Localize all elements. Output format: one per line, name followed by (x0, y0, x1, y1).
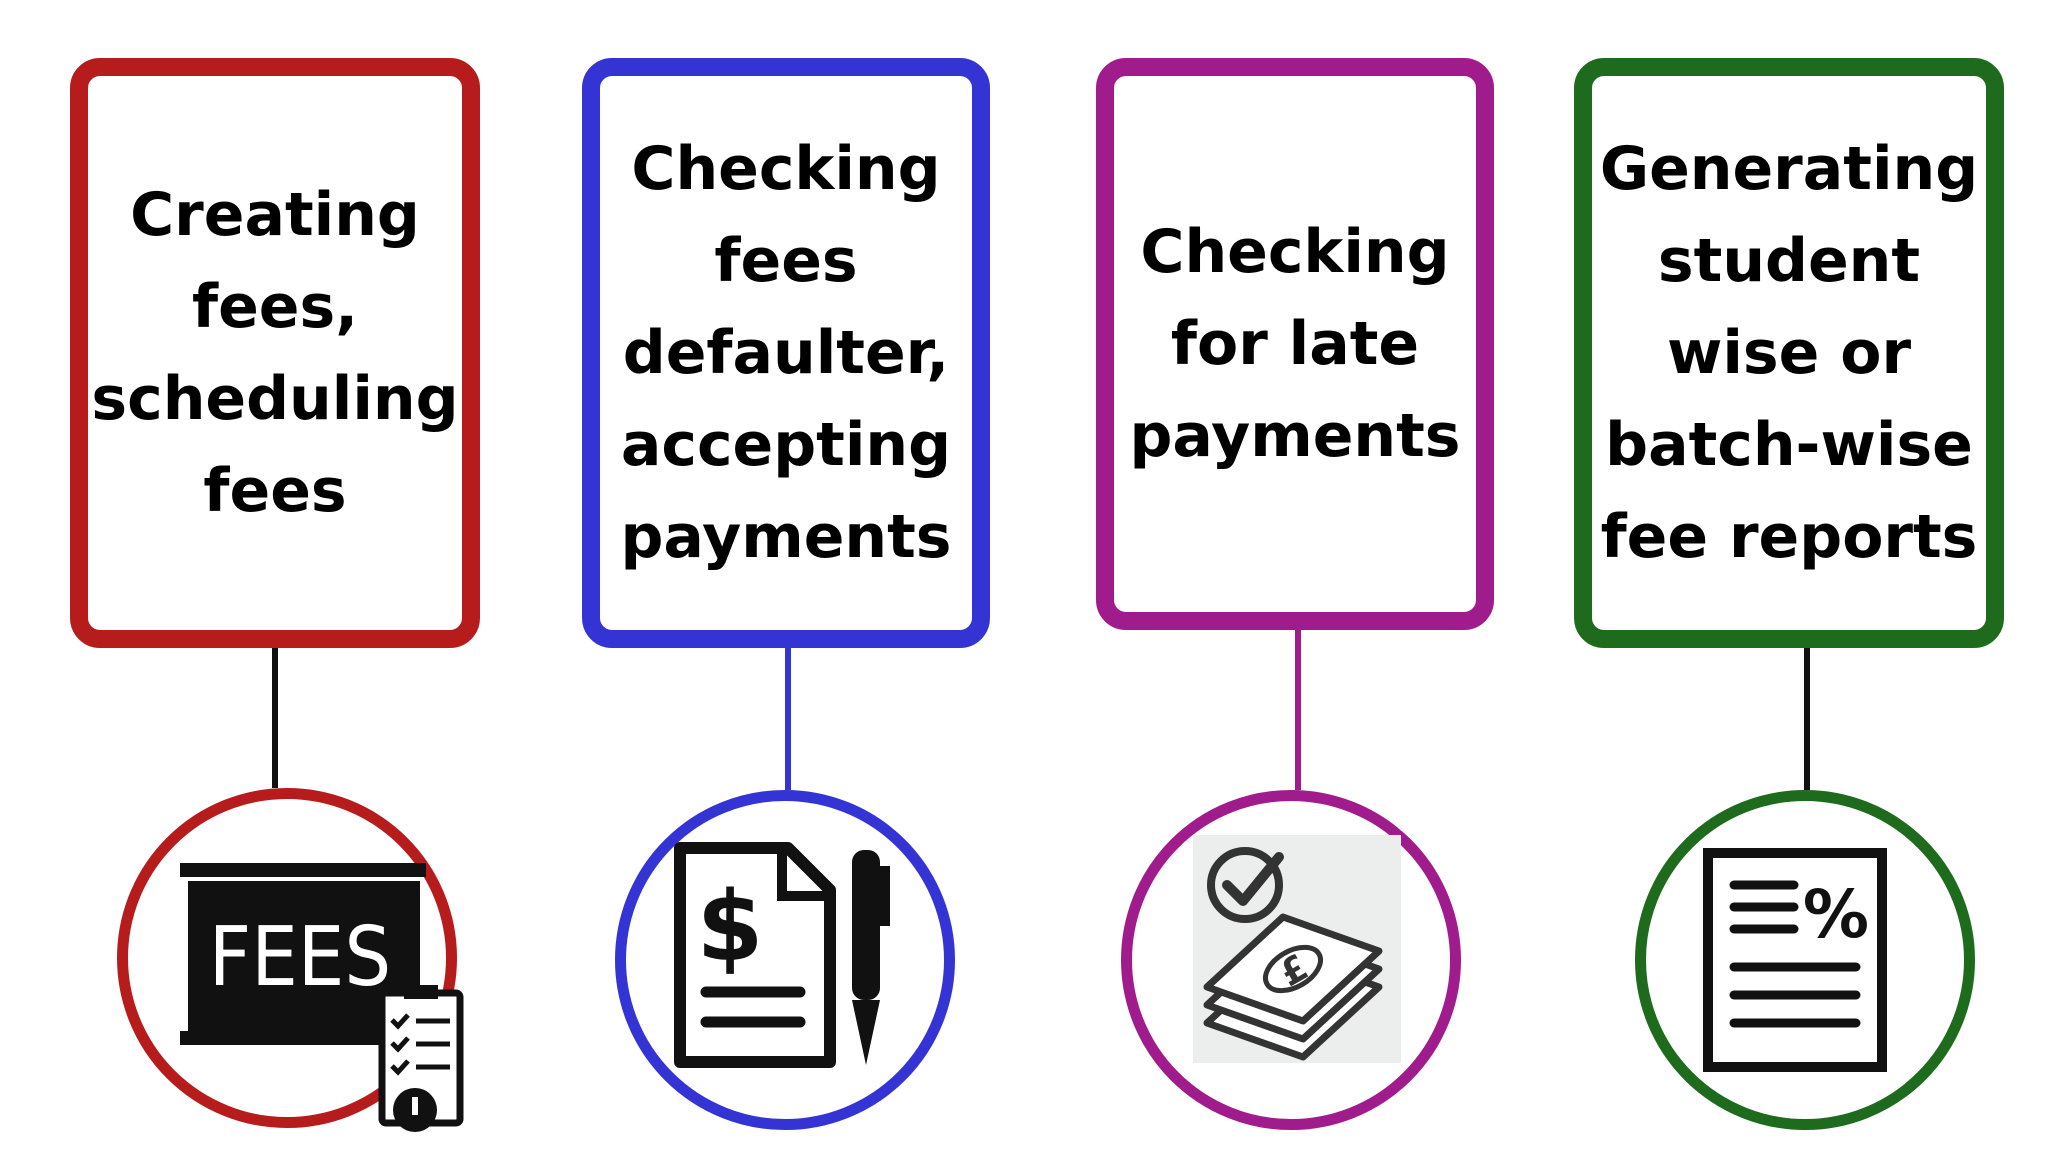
report-percent-label: % (1803, 876, 1869, 953)
card-fee-reports-text: Generating student wise or batch-wise fe… (1599, 134, 1979, 572)
connector-checking-defaulter (785, 648, 791, 790)
card-late-payments-text: Checking for late payments (1129, 217, 1461, 471)
fees-board-icon: FEES (170, 855, 470, 1140)
card-creating-fees: Creating fees, scheduling fees (70, 58, 480, 648)
connector-creating-fees (272, 648, 278, 788)
checkmark-money-icon: £ (1193, 835, 1401, 1063)
card-late-payments: Checking for late payments (1096, 58, 1494, 630)
fees-board-label: FEES (209, 910, 392, 1005)
card-checking-defaulter: Checking fees defaulter, accepting payme… (582, 58, 990, 648)
card-checking-defaulter-text: Checking fees defaulter, accepting payme… (620, 134, 952, 572)
connector-fee-reports (1804, 648, 1810, 790)
card-fee-reports: Generating student wise or batch-wise fe… (1574, 58, 2004, 648)
invoice-pen-icon: $ (670, 840, 900, 1070)
connector-late-payments (1295, 630, 1301, 790)
percent-report-icon: % (1700, 845, 1890, 1075)
card-creating-fees-text: Creating fees, scheduling fees (91, 180, 459, 526)
invoice-dollar-label: $ (697, 871, 764, 983)
